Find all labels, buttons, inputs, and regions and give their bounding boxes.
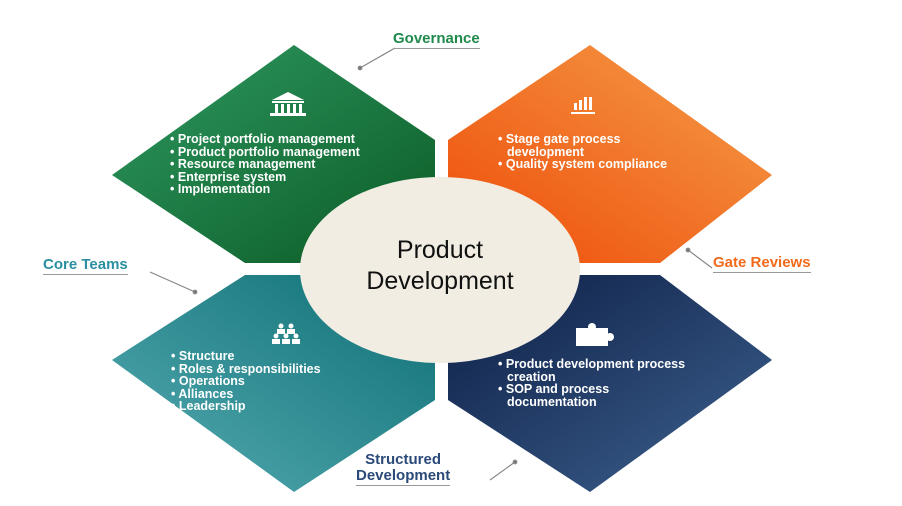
team-people-icon xyxy=(272,323,300,344)
list-item: Alliances xyxy=(171,387,321,401)
core-teams-list: Structure Roles & responsibilities Opera… xyxy=(171,350,321,413)
list-item: Leadership xyxy=(171,400,321,413)
gate-reviews-list: Stage gate process development Quality s… xyxy=(498,133,667,171)
center-title-line-1: Product xyxy=(396,236,484,264)
list-item: Product portfolio management xyxy=(170,145,360,159)
list-item: creation xyxy=(507,369,556,384)
list-item: Structure xyxy=(171,350,321,363)
core-teams-label: Core Teams xyxy=(43,256,128,275)
list-item: Enterprise system xyxy=(170,170,360,184)
center-title-line-2: Development xyxy=(366,267,514,295)
list-item: Quality system compliance xyxy=(498,158,667,171)
structured-label-line-1: Structured xyxy=(365,451,442,468)
list-item: Resource management xyxy=(170,158,360,171)
puzzle-piece-icon xyxy=(576,323,614,346)
structured-development-label: Structured Development xyxy=(356,451,451,486)
list-item: documentation xyxy=(507,394,597,409)
list-item: development xyxy=(507,144,585,159)
bank-building-icon xyxy=(270,92,306,116)
governance-label: Governance xyxy=(393,30,480,49)
governance-list: Project portfolio management Product por… xyxy=(170,133,360,196)
structured-development-list: Product development process creation SOP… xyxy=(498,358,685,408)
list-item: SOP and process xyxy=(498,383,685,396)
structured-label-line-2: Development xyxy=(356,467,451,486)
list-item: Operations xyxy=(171,375,321,388)
list-item: Implementation xyxy=(170,183,360,196)
list-item: Stage gate process xyxy=(498,133,667,146)
gate-reviews-label: Gate Reviews xyxy=(713,254,811,273)
list-item: Product development process xyxy=(498,358,685,371)
list-item: Roles & responsibilities xyxy=(171,362,321,376)
list-item: Project portfolio management xyxy=(170,133,360,146)
center-title: Product Development xyxy=(300,235,580,297)
center-circle xyxy=(300,177,580,363)
bar-chart-icon xyxy=(571,97,595,114)
